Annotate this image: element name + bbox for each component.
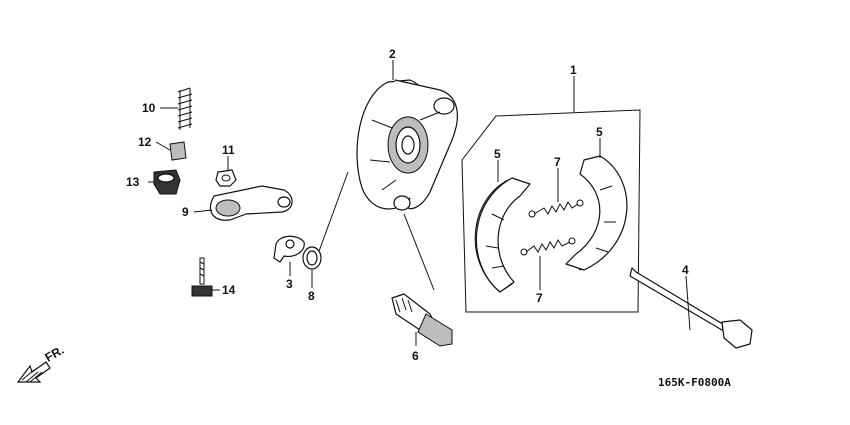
leader-lines <box>148 60 691 346</box>
felt-seal[interactable] <box>302 246 322 270</box>
callout-7a: 7 <box>554 155 561 169</box>
callout-8: 8 <box>308 289 315 303</box>
callout-4: 4 <box>682 263 689 277</box>
brake-spring-upper[interactable] <box>528 199 584 218</box>
adjuster-nut[interactable] <box>153 169 181 195</box>
front-direction-indicator: FR. <box>16 343 66 383</box>
callout-7b: 7 <box>536 291 543 305</box>
callout-14: 14 <box>222 283 236 297</box>
brake-shoe-group-outline <box>461 109 641 313</box>
callout-3: 3 <box>286 277 293 291</box>
callout-5b: 5 <box>596 125 603 139</box>
brake-shoe-left[interactable] <box>474 177 531 293</box>
drawing-code: 165K-F0800A <box>658 376 731 389</box>
indicator-plate[interactable] <box>273 235 305 263</box>
callout-5a: 5 <box>494 147 501 161</box>
callout-10: 10 <box>142 101 156 115</box>
arm-bolt[interactable] <box>191 257 213 297</box>
brake-panel[interactable] <box>356 79 458 211</box>
callout-6: 6 <box>412 349 419 363</box>
leader-cam <box>403 213 435 291</box>
callout-12: 12 <box>138 135 152 149</box>
callout-9: 9 <box>182 205 189 219</box>
axle-bolt[interactable] <box>629 267 753 349</box>
callouts: 1 2 3 4 5 5 6 7 7 8 9 10 11 12 13 14 <box>126 47 689 363</box>
adjuster-spring[interactable] <box>177 87 193 130</box>
callout-1: 1 <box>570 63 577 77</box>
callout-13: 13 <box>126 175 140 189</box>
brake-arm[interactable] <box>209 185 293 221</box>
brake-cam[interactable] <box>391 293 453 347</box>
leader-washer <box>317 171 349 255</box>
callout-11: 11 <box>222 143 235 157</box>
joint-pin[interactable] <box>169 141 187 161</box>
callout-2: 2 <box>389 47 396 61</box>
brake-spring-lower[interactable] <box>520 237 576 256</box>
arm-nut[interactable] <box>215 169 237 187</box>
brake-shoe-right[interactable] <box>565 155 628 271</box>
